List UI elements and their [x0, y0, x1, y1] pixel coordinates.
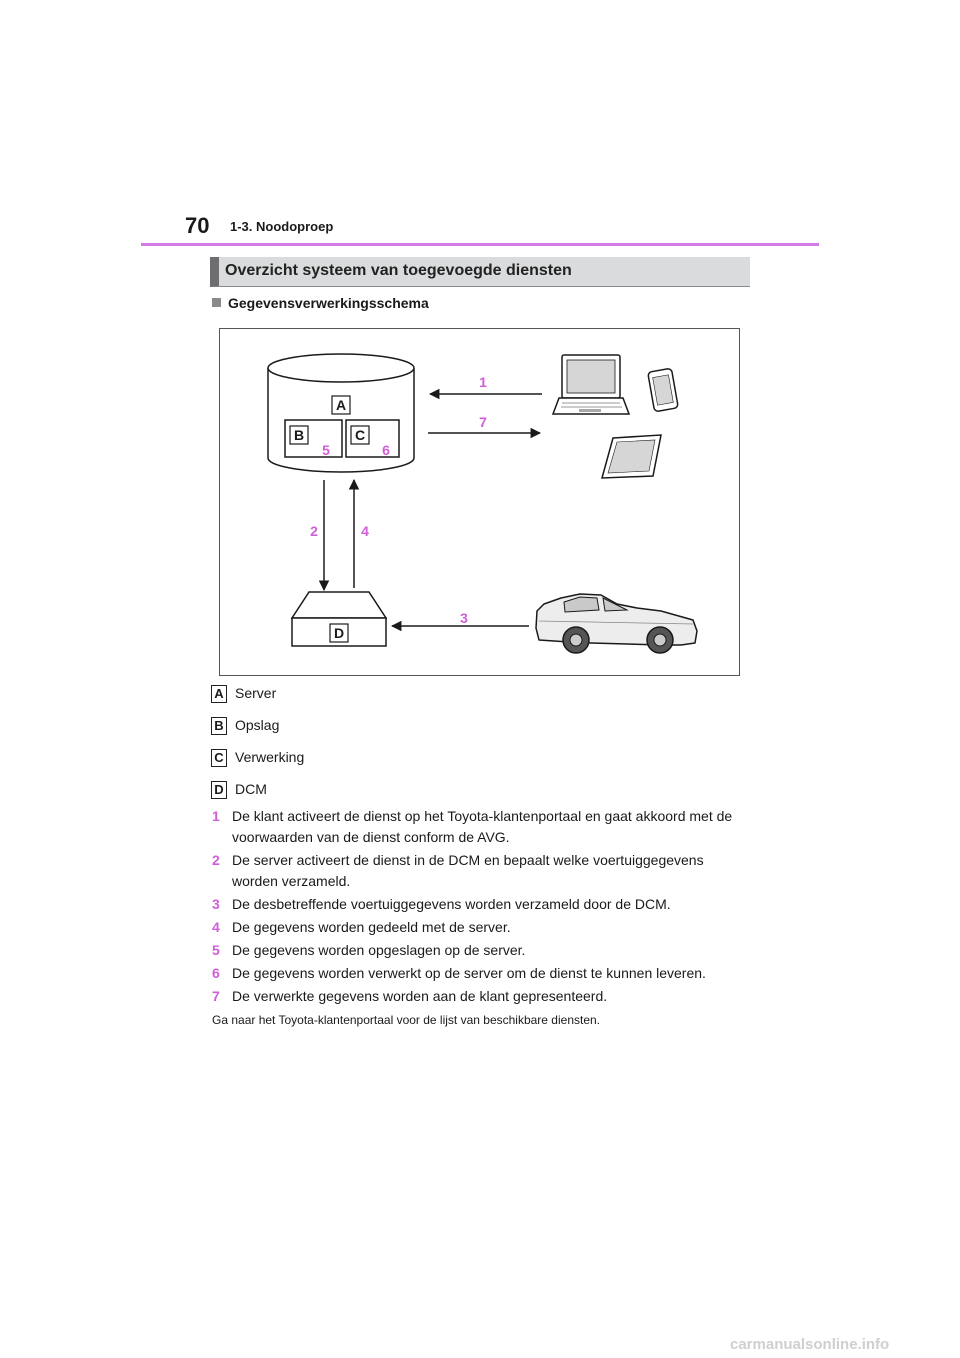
car-icon — [535, 593, 698, 654]
label-d: D — [334, 625, 344, 641]
label-b-box — [289, 425, 309, 445]
list-item: 1 De klant activeert de dienst op het Toy… — [212, 806, 752, 848]
section-title: Overzicht systeem van toegevoegde dienst… — [225, 262, 572, 279]
watermark: carmanualsonline.info — [730, 1336, 890, 1353]
footnote: Ga naar het Toyota-klantenportaal voor d… — [212, 1013, 601, 1027]
arrow-number-2: 2 — [310, 523, 318, 539]
legend-key-c: C — [211, 749, 227, 768]
label-a: A — [336, 397, 346, 413]
label-c-box — [350, 425, 370, 445]
legend-text-c: Verwerking — [235, 749, 305, 765]
step-text: De verwerkte gegevens worden aan de klan… — [232, 988, 608, 1004]
legend-text-a: Server — [235, 685, 277, 701]
arrow-number-1: 1 — [479, 374, 487, 390]
legend-item-c: C Verwerking — [211, 749, 305, 768]
label-a-box — [331, 395, 351, 415]
list-item: 2 De server activeert de dienst in de DCM… — [212, 850, 752, 892]
chapter-title: 1-3. Noodoproep — [230, 219, 334, 234]
arrow-number-7: 7 — [479, 414, 487, 430]
step-number: 6 — [212, 965, 220, 981]
list-item: 3 De desbetreffende voertuiggegevens word… — [212, 894, 752, 915]
legend-item-b: B Opslag — [211, 717, 280, 736]
list-item: 6 De gegevens worden verwerkt op de serve… — [212, 963, 752, 984]
legend-text-d: DCM — [235, 781, 267, 797]
legend-text-b: Opslag — [235, 717, 280, 733]
legend-key-d: D — [211, 781, 227, 800]
subsection-title: Gegevensverwerkingsschema — [212, 295, 429, 311]
label-c: C — [355, 427, 365, 443]
step-text: De desbetreffende voertuiggegevens worde… — [232, 896, 671, 912]
steps-list: 1 De klant activeert de dienst op het Toy… — [212, 806, 752, 1009]
list-item: 4 De gegevens worden gedeeld met de serve… — [212, 917, 752, 938]
square-bullet-icon — [212, 298, 221, 307]
legend-item-a: A Server — [211, 685, 277, 704]
arrow-number-4: 4 — [361, 523, 369, 539]
label-b: B — [294, 427, 304, 443]
legend-key-a: A — [211, 685, 227, 704]
step-text: De klant activeert de dienst op het Toyo… — [232, 808, 733, 845]
step-text: De gegevens worden gedeeld met de server… — [232, 919, 511, 935]
laptop-icon — [551, 354, 631, 415]
step-number: 4 — [212, 919, 220, 935]
step-text: De gegevens worden verwerkt op de server… — [232, 965, 706, 981]
legend-item-d: D DCM — [211, 781, 267, 800]
arrow-number-5: 5 — [322, 442, 330, 458]
legend-key-b: B — [211, 717, 227, 736]
figure-frame — [219, 328, 740, 676]
smartphone-icon — [647, 368, 679, 412]
step-text: De server activeert de dienst in de DCM … — [232, 852, 704, 889]
list-item: 5 De gegevens worden opgeslagen op de ser… — [212, 940, 752, 961]
arrow-number-3: 3 — [460, 610, 468, 626]
tablet-icon — [601, 434, 662, 479]
step-number: 7 — [212, 988, 220, 1004]
step-text: De gegevens worden opgeslagen op de serv… — [232, 942, 526, 958]
section-header: Overzicht systeem van toegevoegde dienst… — [210, 257, 750, 287]
list-item: 7 De verwerkte gegevens worden aan de kla… — [212, 986, 752, 1007]
step-number: 2 — [212, 852, 220, 868]
data-flow-diagram: A B 5 C 6 1 7 2 4 D 3 — [219, 328, 740, 676]
step-number: 3 — [212, 896, 220, 912]
subsection-title-text: Gegevensverwerkingsschema — [228, 295, 429, 311]
page-number: 70 — [185, 213, 210, 238]
label-d-box — [329, 623, 349, 643]
step-number: 5 — [212, 942, 220, 958]
header-rule — [141, 243, 819, 246]
dcm-device — [290, 591, 388, 647]
step-number: 1 — [212, 808, 220, 824]
arrow-number-6: 6 — [382, 442, 390, 458]
